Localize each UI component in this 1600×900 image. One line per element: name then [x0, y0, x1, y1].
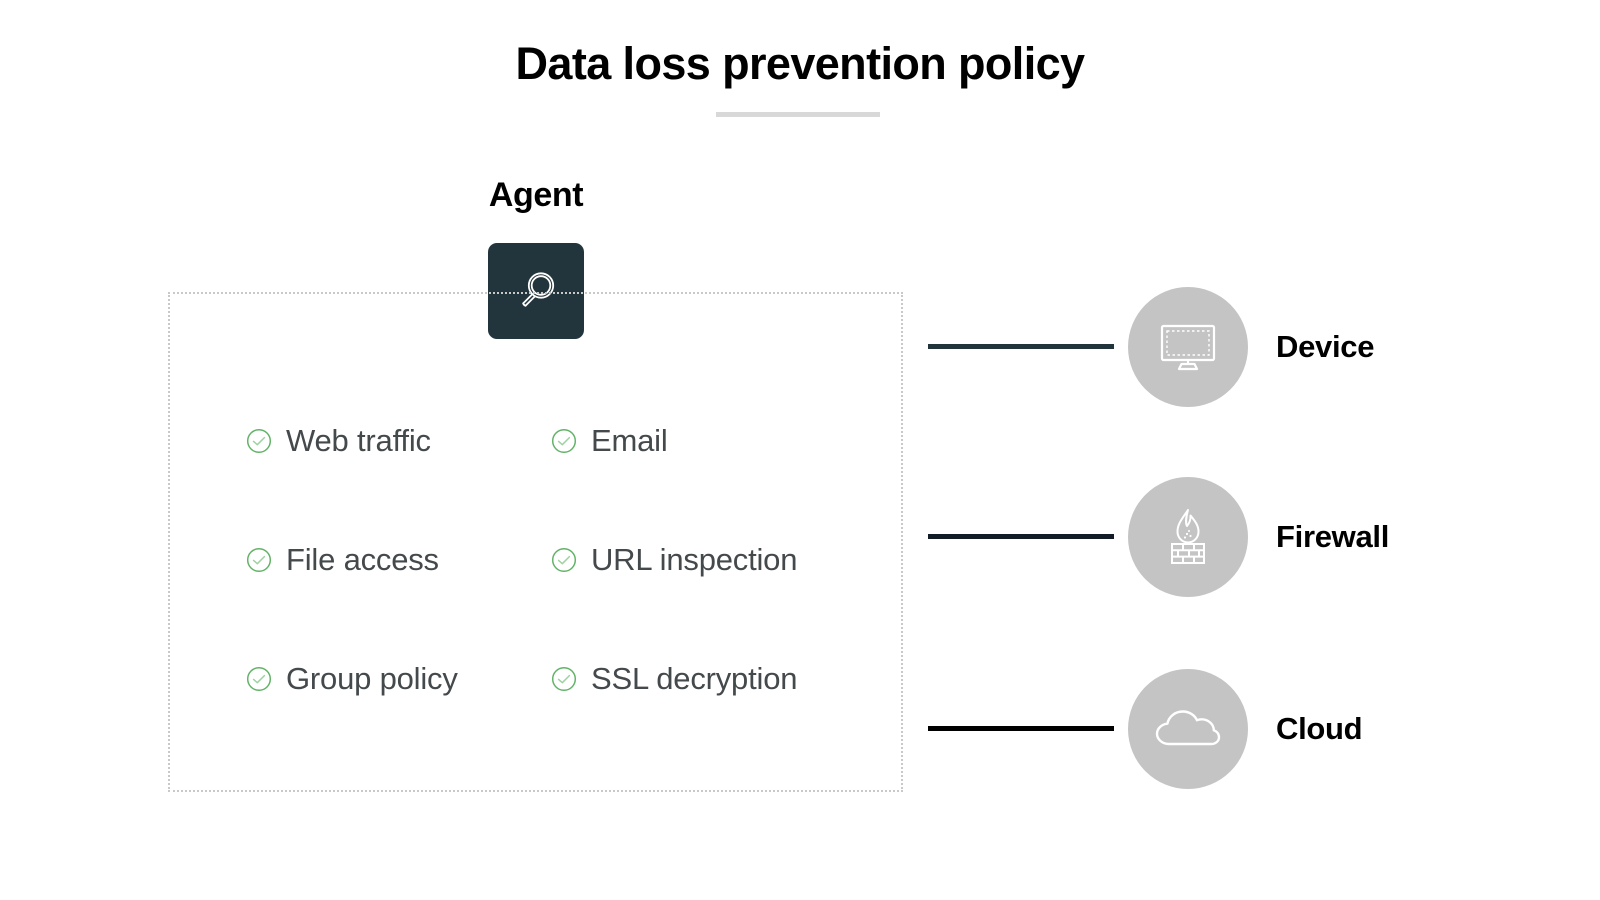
check-circle-icon: [246, 428, 272, 454]
check-circle-icon: [246, 547, 272, 573]
connector-line-cloud: [928, 726, 1114, 731]
check-circle-icon: [551, 547, 577, 573]
cloud-icon: [1152, 705, 1224, 753]
agent-label: Agent: [488, 176, 584, 214]
title-underline-divider: [716, 112, 880, 117]
capability-item-file-access[interactable]: File access: [246, 539, 551, 658]
capability-label: Group policy: [286, 661, 458, 696]
capability-row: Group policy SSL decryption: [246, 658, 906, 777]
capability-boundary-box: [168, 292, 903, 792]
connector-line-firewall: [928, 534, 1114, 539]
destination-label: Device: [1276, 329, 1375, 364]
check-circle-icon: [246, 666, 272, 692]
destination-label: Firewall: [1276, 519, 1390, 554]
capability-label: Email: [591, 423, 668, 458]
check-circle-icon: [551, 428, 577, 454]
capability-label: URL inspection: [591, 542, 798, 577]
capability-label: File access: [286, 542, 439, 577]
capability-label: SSL decryption: [591, 661, 798, 696]
destination-label: Cloud: [1276, 711, 1363, 746]
magnifying-glass-icon: [510, 265, 562, 317]
monitor-icon: [1156, 317, 1220, 377]
capability-row: Web traffic Email: [246, 420, 906, 539]
capability-item-email[interactable]: Email: [551, 420, 856, 539]
capability-label: Web traffic: [286, 423, 431, 458]
capability-item-group-policy[interactable]: Group policy: [246, 658, 551, 777]
agent-icon-tile[interactable]: [488, 243, 584, 339]
device-icon-circle[interactable]: [1128, 287, 1248, 407]
page-title: Data loss prevention policy: [515, 38, 1086, 89]
capability-item-ssl-decryption[interactable]: SSL decryption: [551, 658, 856, 777]
capability-item-web-traffic[interactable]: Web traffic: [246, 420, 551, 539]
firewall-icon-circle[interactable]: [1128, 477, 1248, 597]
capability-row: File access URL inspection: [246, 539, 906, 658]
capability-item-url-inspection[interactable]: URL inspection: [551, 539, 856, 658]
connector-line-device: [928, 344, 1114, 349]
check-circle-icon: [551, 666, 577, 692]
capability-grid: Web traffic Email File access: [246, 420, 906, 777]
firewall-flame-brick-icon: [1159, 505, 1217, 569]
cloud-icon-circle[interactable]: [1128, 669, 1248, 789]
